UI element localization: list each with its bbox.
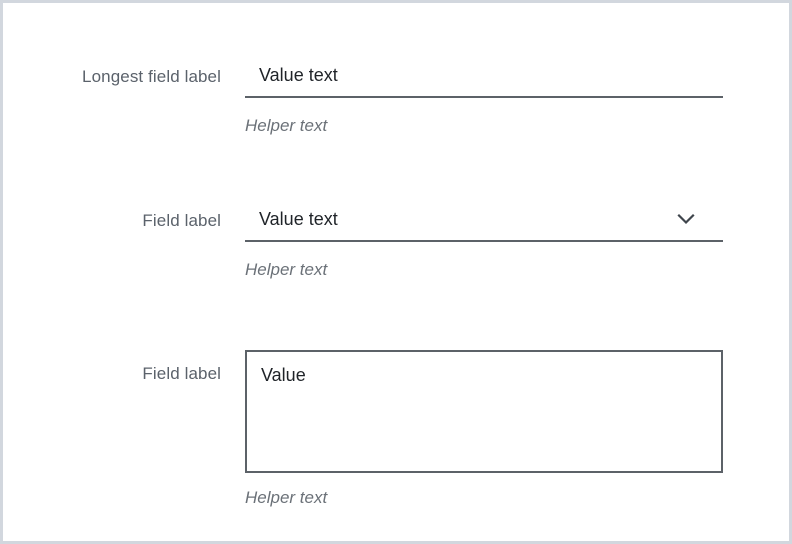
field-control-textarea: Helper text bbox=[245, 350, 723, 508]
select-input[interactable]: Value text bbox=[245, 207, 723, 242]
field-control-text: Helper text bbox=[245, 63, 723, 136]
field-label-select: Field label bbox=[142, 211, 221, 230]
helper-text-select: Helper text bbox=[245, 260, 328, 279]
helper-text-textarea: Helper text bbox=[245, 488, 328, 507]
select-wrapper: Value text bbox=[245, 207, 723, 242]
textarea-input[interactable] bbox=[245, 350, 723, 473]
field-control-select: Value text Helper text bbox=[245, 207, 723, 280]
field-row-textarea: Field label Helper text bbox=[49, 350, 723, 508]
form-container: Longest field label Helper text Field la… bbox=[3, 3, 789, 541]
text-input[interactable] bbox=[245, 63, 723, 98]
field-row-text: Longest field label Helper text bbox=[49, 63, 723, 136]
field-label-textarea: Field label bbox=[142, 364, 221, 383]
field-label-longest: Longest field label bbox=[82, 67, 221, 86]
helper-text-text-input: Helper text bbox=[245, 116, 328, 135]
field-row-select: Field label Value text Helper text bbox=[49, 207, 723, 280]
